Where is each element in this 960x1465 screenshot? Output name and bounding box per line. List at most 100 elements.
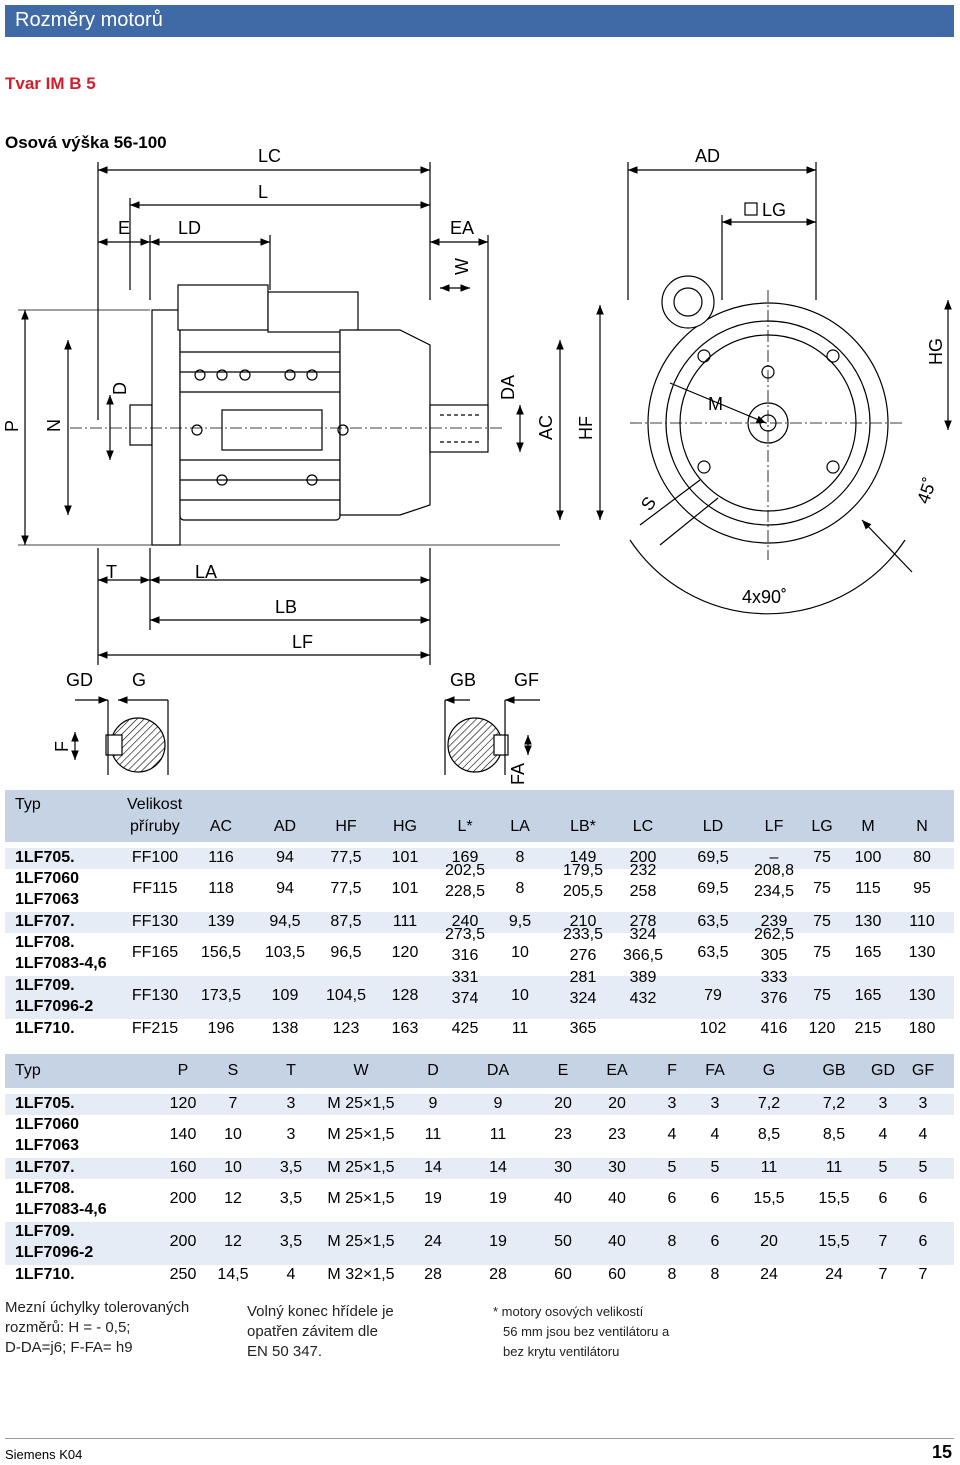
value-cell: 5 (878, 1159, 888, 1176)
value-cell: 3,5 (279, 1159, 303, 1176)
value-cell: 416 (760, 1020, 788, 1037)
header-cell: S (227, 1062, 239, 1079)
type-cell: 1LF705. (15, 1095, 75, 1112)
value-cell: 376 (760, 990, 788, 1007)
value-cell: 24 (760, 1266, 778, 1283)
value-cell: 173,5 (200, 987, 242, 1004)
value-cell: 30 (608, 1159, 626, 1176)
value-cell: 3 (286, 1095, 296, 1112)
value-cell: 6 (878, 1190, 888, 1207)
header-cell: N (916, 818, 928, 835)
value-cell: 103,5 (264, 944, 306, 961)
value-cell: 60 (554, 1266, 572, 1283)
value-cell: 5 (710, 1159, 720, 1176)
value-cell: 3 (286, 1126, 296, 1143)
value-cell: FF100 (131, 849, 179, 866)
value-cell: 80 (913, 849, 931, 866)
value-cell: 63,5 (697, 913, 729, 930)
value-cell: 250 (169, 1266, 197, 1283)
type-cell: 1LF7096-2 (15, 1244, 94, 1261)
label-FA: FA (508, 763, 528, 785)
value-cell: 12 (224, 1233, 242, 1250)
value-cell: 425 (451, 1020, 479, 1037)
value-cell: 15,5 (818, 1190, 850, 1207)
value-cell: 202,5 (444, 862, 486, 879)
label-GB: GB (450, 670, 476, 690)
page-title: Rozměry motorů (15, 9, 163, 31)
label-G: G (132, 670, 146, 690)
value-cell: 94 (276, 849, 294, 866)
value-cell: 11 (511, 1020, 529, 1037)
value-cell: 8,5 (822, 1126, 846, 1143)
type-cell: 1LF707. (15, 1159, 75, 1176)
value-cell: 123 (332, 1020, 360, 1037)
value-cell: 60 (608, 1266, 626, 1283)
value-cell: 77,5 (330, 849, 362, 866)
value-cell: 23 (554, 1126, 572, 1143)
value-cell: 239 (760, 913, 788, 930)
value-cell: 40 (608, 1233, 626, 1250)
type-cell: 1LF710. (15, 1266, 75, 1283)
page-number: 15 (931, 1442, 952, 1462)
value-cell: 366,5 (622, 947, 664, 964)
page-header: Rozměry motorů (5, 5, 954, 37)
value-cell: 200 (169, 1190, 197, 1207)
value-cell: 111 (392, 913, 418, 930)
value-cell: 11 (825, 1159, 843, 1176)
value-cell: 95 (913, 880, 931, 897)
label-4x90: 4x90˚ (742, 587, 787, 607)
value-cell: 3,5 (279, 1190, 303, 1207)
value-cell: 3,5 (279, 1233, 303, 1250)
value-cell: 79 (704, 987, 722, 1004)
value-cell: 3 (667, 1095, 677, 1112)
value-cell: FF165 (131, 944, 179, 961)
type-cell: 1LF705. (15, 849, 75, 866)
header-cell: FA (705, 1062, 725, 1079)
type-cell: 1LF7083-4,6 (15, 1201, 107, 1218)
value-cell: 14 (424, 1159, 442, 1176)
value-cell: 4 (918, 1126, 928, 1143)
value-cell: 4 (667, 1126, 677, 1143)
value-cell: 6 (667, 1190, 677, 1207)
value-cell: 4 (286, 1266, 296, 1283)
header-cell: příruby (130, 818, 180, 835)
type-cell: 1LF7063 (15, 1137, 80, 1154)
value-cell: 196 (207, 1020, 235, 1037)
header-cell: LC (632, 818, 654, 835)
value-cell: 205,5 (562, 883, 604, 900)
value-cell: 11 (489, 1126, 507, 1143)
value-cell: 165 (854, 944, 882, 961)
header-cell: GF (911, 1062, 935, 1079)
value-cell: 240 (451, 913, 479, 930)
header-cell: LD (702, 818, 724, 835)
value-cell: FF115 (132, 880, 178, 897)
label-45deg: 45˚ (913, 475, 941, 506)
label-L: L (258, 182, 268, 202)
value-cell: 374 (451, 990, 479, 1007)
value-cell: M 25×1,5 (327, 1159, 395, 1176)
value-cell: 4 (710, 1126, 720, 1143)
header-cell: Typ (15, 1062, 41, 1079)
shaft-note: Volný konec hřídele je opatřen závitem d… (247, 1303, 394, 1360)
value-cell: 12 (224, 1190, 242, 1207)
value-cell: 10 (511, 944, 529, 961)
label-LC: LC (258, 146, 281, 166)
label-LB: LB (275, 597, 297, 617)
value-cell: 160 (169, 1159, 197, 1176)
value-cell: 278 (629, 913, 657, 930)
value-cell: 7,2 (757, 1095, 781, 1112)
value-cell: 101 (391, 880, 419, 897)
label-AD: AD (695, 146, 720, 166)
value-cell: 75 (813, 913, 831, 930)
value-cell: 130 (908, 987, 936, 1004)
value-cell: 8 (515, 849, 525, 866)
header-cell: DA (486, 1062, 510, 1079)
value-cell: 389 (629, 969, 657, 986)
value-cell: 120 (169, 1095, 197, 1112)
label-P: P (2, 420, 22, 432)
